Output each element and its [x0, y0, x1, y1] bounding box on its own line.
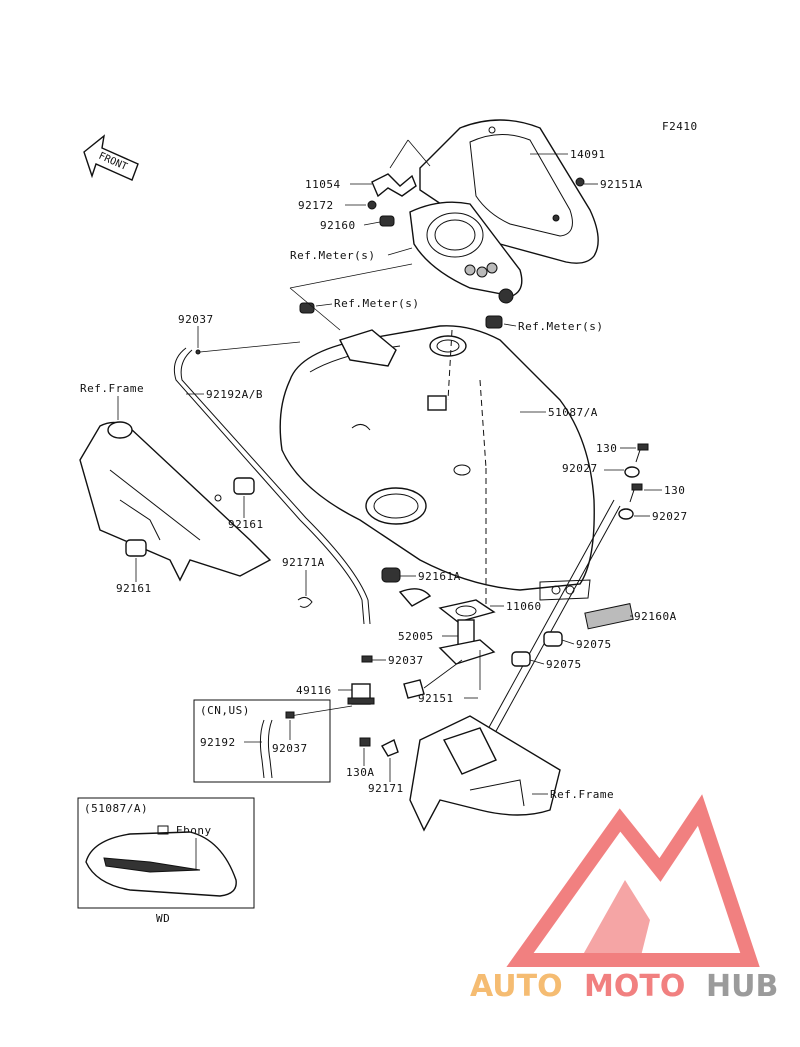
- label-92171: 92171: [368, 782, 404, 795]
- label-92192AB: 92192A/B: [206, 388, 263, 401]
- fuel-tank-51087: [279, 325, 595, 601]
- inset-cn-us-title: (CN,US): [200, 704, 250, 717]
- damper-92075-lower-icon: [511, 651, 531, 667]
- grommet-ref-meter-3-icon: [485, 315, 503, 329]
- meter-assembly: [409, 201, 523, 304]
- label-51087A: 51087/A: [548, 406, 598, 419]
- label-11060: 11060: [506, 600, 542, 613]
- figure-code: F2410: [662, 120, 698, 133]
- label-ref-meter-3: Ref.Meter(s): [518, 320, 603, 333]
- label-92161-lower: 92161: [116, 582, 152, 595]
- label-ref-frame-2: Ref.Frame: [550, 788, 614, 801]
- label-92151: 92151: [418, 692, 454, 705]
- label-11054: 11054: [305, 178, 341, 191]
- ref-frame-lower: [409, 715, 561, 832]
- bolt-92172-icon: [367, 200, 377, 210]
- valve-49116-icon: [347, 683, 375, 705]
- clamp-92171A: [297, 596, 313, 608]
- meter-cover-14091: [419, 119, 599, 264]
- grommet-ref-meter-2-icon: [299, 302, 315, 314]
- breather-hose-92192: [173, 341, 371, 625]
- label-14091: 14091: [570, 148, 606, 161]
- damper-92161-lower-icon: [125, 539, 147, 557]
- market-label: WD: [156, 912, 170, 925]
- damper-92075-upper-icon: [543, 631, 563, 647]
- inset-color-title: (51087/A): [84, 802, 148, 815]
- label-92037-box: 92037: [272, 742, 308, 755]
- label-92075-lower: 92075: [546, 658, 582, 671]
- inset-color: (51087/A) Ebony: [77, 797, 255, 909]
- label-92037-top: 92037: [178, 313, 214, 326]
- label-92161A: 92161A: [418, 570, 461, 583]
- label-52005: 52005: [398, 630, 434, 643]
- label-49116: 49116: [296, 684, 332, 697]
- label-92160A: 92160A: [634, 610, 677, 623]
- watermark-text-moto: MOTO: [584, 969, 685, 1004]
- watermark-logo: AUTO MOTO HUB: [470, 794, 778, 1004]
- front-arrow-icon: FRONT: [83, 134, 139, 181]
- label-ref-frame-1: Ref.Frame: [80, 382, 144, 395]
- label-130-lower: 130: [664, 484, 685, 497]
- bolt-130-lower-icon: [629, 483, 643, 503]
- label-130-upper: 130: [596, 442, 617, 455]
- label-92192: 92192: [200, 736, 236, 749]
- pad-92160A-icon: [584, 603, 634, 630]
- washer-92027-lower-icon: [618, 508, 634, 520]
- label-92075-upper: 92075: [576, 638, 612, 651]
- watermark-text-auto: AUTO: [470, 969, 563, 1004]
- grommet-92160-icon: [379, 215, 395, 227]
- cap-92037-mid-icon: [361, 655, 373, 663]
- bolt-130A-icon: [359, 737, 371, 747]
- label-92027-lower: 92027: [652, 510, 688, 523]
- label-ref-meter-2: Ref.Meter(s): [334, 297, 419, 310]
- bolt-130-upper-icon: [635, 443, 649, 463]
- label-ref-meter-1: Ref.Meter(s): [290, 249, 375, 262]
- inset-cn-us: (CN,US): [193, 699, 353, 783]
- damper-92161-upper-icon: [233, 477, 255, 495]
- label-92172: 92172: [298, 199, 334, 212]
- clamp-92171-icon: [381, 739, 399, 757]
- label-92151A-top: 92151A: [600, 178, 643, 191]
- label-92171A: 92171A: [282, 556, 325, 569]
- label-92161-upper: 92161: [228, 518, 264, 531]
- fuel-pump-assembly: [398, 588, 496, 699]
- bracket-11054: [371, 139, 431, 198]
- washer-92027-upper-icon: [624, 466, 640, 478]
- label-92037-mid: 92037: [388, 654, 424, 667]
- label-92027-upper: 92027: [562, 462, 598, 475]
- watermark-text-hub: HUB: [706, 969, 778, 1004]
- label-130A: 130A: [346, 766, 375, 779]
- grommet-92161A-icon: [381, 567, 401, 583]
- label-92160: 92160: [320, 219, 356, 232]
